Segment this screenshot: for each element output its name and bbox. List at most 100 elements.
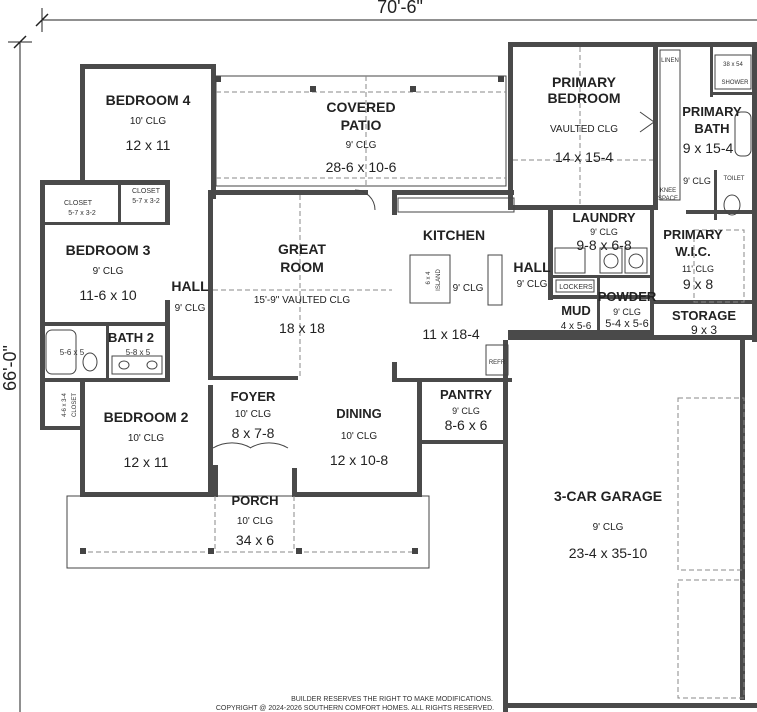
bath-2-name: BATH 2: [108, 330, 154, 345]
closet-a-size: 5-7 x 3-2: [68, 210, 96, 217]
primary-bedroom-clg: VAULTED CLG: [550, 124, 618, 135]
hall-left-clg: 9' CLG: [175, 303, 206, 314]
foyer-name: FOYER: [231, 389, 276, 404]
closet-b-size: 5-7 x 3-2: [132, 198, 160, 205]
room-covered-patio: COVERED PATIO 9' CLG 28-6 x 10-6: [326, 99, 397, 175]
room-closets: CLOSET 5-7 x 3-2 CLOSET 5-7 x 3-2: [64, 188, 161, 217]
footer-line-1: BUILDER RESERVES THE RIGHT TO MAKE MODIF…: [291, 696, 493, 703]
pantry-name: PANTRY: [440, 387, 492, 402]
pantry-size: 8-6 x 6: [445, 417, 488, 433]
hall-right-name: HALL: [513, 259, 551, 275]
laundry-clg: 9' CLG: [590, 227, 618, 237]
great-room-size: 18 x 18: [279, 320, 325, 336]
room-hall-left: HALL 9' CLG: [171, 278, 209, 314]
wic-clg: 11' CLG: [682, 264, 714, 274]
closet-c-name: CLOSET: [72, 393, 78, 417]
great-room-name-1: GREAT: [278, 241, 326, 257]
bath-2-size: 5-8 x 5: [126, 348, 151, 357]
powder-name: POWDER: [598, 289, 657, 304]
knee-space-1: KNEE: [660, 188, 676, 194]
foyer-clg: 10' CLG: [235, 409, 272, 420]
room-bedroom-4: BEDROOM 4 10' CLG 12 x 11: [106, 92, 191, 153]
porch-name: PORCH: [232, 493, 279, 508]
hall-left-name: HALL: [171, 278, 209, 294]
powder-clg: 9' CLG: [613, 307, 641, 317]
wic-name-2: W.I.C.: [675, 244, 710, 259]
width-dimension: 70'-6": [377, 0, 423, 17]
shower-label: SHOWER: [722, 80, 750, 86]
porch-size: 34 x 6: [236, 532, 274, 548]
room-kitchen: KITCHEN 9' CLG 11 x 18-4 6 x 4 ISLAND RE…: [422, 227, 506, 366]
wic-name-1: PRIMARY: [663, 227, 723, 242]
patio-size: 28-6 x 10-6: [326, 159, 397, 175]
room-closet-c: 4-6 x 3-4 CLOSET: [62, 393, 78, 418]
great-room-name-2: ROOM: [280, 259, 324, 275]
storage-size: 9 x 3: [691, 323, 717, 337]
great-room-clg: 15'-9" VAULTED CLG: [254, 295, 350, 306]
room-foyer: FOYER 10' CLG 8 x 7-8: [231, 389, 276, 441]
garage-size: 23-4 x 35-10: [569, 545, 648, 561]
closet-b-name: CLOSET: [132, 188, 161, 195]
bedroom-4-size: 12 x 11: [126, 137, 171, 153]
closet-a-name: CLOSET: [64, 200, 93, 207]
bedroom-3-clg: 9' CLG: [93, 266, 124, 277]
knee-space-2: SPACE: [658, 196, 678, 202]
wic-size: 9 x 8: [683, 276, 714, 292]
refr-label: REFR: [489, 360, 506, 366]
closet-c-size: 4-6 x 3-4: [62, 393, 68, 417]
patio-clg: 9' CLG: [346, 140, 377, 151]
primary-bedroom-name-1: PRIMARY: [552, 74, 617, 90]
mud-name: MUD: [561, 303, 591, 318]
primary-bath-size: 9 x 15-4: [683, 140, 734, 156]
room-mud: MUD 4 x 5-6: [561, 303, 592, 332]
patio-name-1: COVERED: [326, 99, 395, 115]
bedroom-4-name: BEDROOM 4: [106, 92, 191, 108]
primary-bath-name-1: PRIMARY: [682, 104, 742, 119]
height-dimension: 66'-0": [0, 345, 20, 391]
pantry-clg: 9' CLG: [452, 406, 480, 416]
bedroom-4-clg: 10' CLG: [130, 116, 167, 127]
island-size: 6 x 4: [426, 271, 432, 285]
room-bath-2: BATH 2 5-6 x 5 5-8 x 5: [60, 330, 154, 357]
walls: [40, 42, 757, 712]
bath-2-tub: 5-6 x 5: [60, 348, 85, 357]
linen-label: LINEN: [661, 58, 679, 64]
mud-size: 4 x 5-6: [561, 321, 592, 332]
dimension-lines: [8, 8, 757, 712]
room-porch: PORCH 10' CLG 34 x 6: [232, 493, 279, 548]
powder-size: 5-4 x 5-6: [605, 318, 648, 330]
room-hall-right: HALL 9' CLG: [513, 259, 551, 290]
island-label: ISLAND: [436, 269, 442, 291]
porch-clg: 10' CLG: [237, 516, 274, 527]
room-pantry: PANTRY 9' CLG 8-6 x 6: [440, 387, 492, 433]
room-powder: POWDER 9' CLG 5-4 x 5-6: [598, 289, 657, 330]
room-laundry: LAUNDRY 9' CLG 9-8 x 6-8 LOCKERS: [559, 210, 636, 291]
room-dining: DINING 10' CLG 12 x 10-8: [330, 406, 389, 468]
outdoor-outlines: [45, 47, 752, 699]
primary-bath-name-2: BATH: [694, 121, 729, 136]
laundry-size: 9-8 x 6-8: [576, 237, 631, 253]
room-primary-bath: PRIMARY BATH 9 x 15-4 9' CLG LINEN 38 x …: [658, 58, 749, 202]
kitchen-name: KITCHEN: [423, 227, 485, 243]
bedroom-2-clg: 10' CLG: [128, 433, 165, 444]
room-storage: STORAGE 9 x 3: [672, 308, 736, 337]
bedroom-3-name: BEDROOM 3: [66, 242, 151, 258]
primary-bath-clg: 9' CLG: [683, 176, 711, 186]
room-bedroom-3: BEDROOM 3 9' CLG 11-6 x 10: [66, 242, 151, 303]
primary-bedroom-size: 14 x 15-4: [555, 149, 614, 165]
laundry-name: LAUNDRY: [572, 210, 635, 225]
footer-line-2: COPYRIGHT @ 2024-2026 SOUTHERN COMFORT H…: [216, 705, 494, 712]
room-primary-bedroom: PRIMARY BEDROOM VAULTED CLG 14 x 15-4: [547, 74, 620, 165]
bedroom-2-name: BEDROOM 2: [104, 409, 189, 425]
kitchen-clg: 9' CLG: [453, 283, 484, 294]
garage-clg: 9' CLG: [593, 522, 624, 533]
room-bedroom-2: BEDROOM 2 10' CLG 12 x 11: [104, 409, 189, 470]
room-primary-wic: PRIMARY W.I.C. 11' CLG 9 x 8: [663, 227, 723, 292]
foyer-size: 8 x 7-8: [232, 425, 275, 441]
primary-bedroom-name-2: BEDROOM: [547, 90, 620, 106]
garage-name: 3-CAR GARAGE: [554, 488, 662, 504]
toilet-label: TOILET: [724, 176, 745, 182]
room-garage: 3-CAR GARAGE 9' CLG 23-4 x 35-10: [554, 488, 662, 561]
patio-name-2: PATIO: [341, 117, 382, 133]
